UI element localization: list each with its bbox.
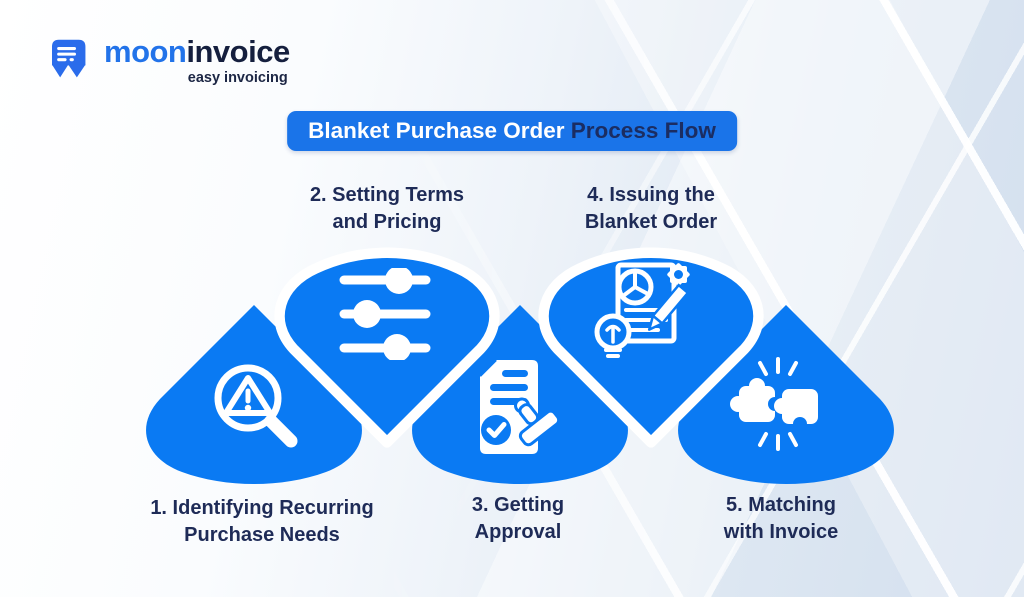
invoice-ribbon-icon (52, 39, 86, 78)
step-3-label: 3. Getting Approval (471, 494, 565, 543)
title-rest: Process Flow (570, 118, 716, 143)
step-2-label: 2. Setting Terms and Pricing (309, 184, 465, 233)
page-title: Blanket Purchase Order Process Flow (287, 111, 737, 151)
planning-document-icon (594, 262, 690, 358)
left-puzzle-piece (730, 378, 782, 422)
puzzle-match-icon (730, 357, 818, 451)
title-highlight: Blanket Purchase Order (308, 118, 565, 143)
step-4-label: 4. Issuing the Blanket Order (584, 184, 718, 233)
magnifier-warning-icon (214, 364, 298, 448)
right-puzzle-piece (774, 389, 818, 431)
brand-logo: mooninvoice easy invoicing (46, 34, 290, 88)
brand-name-invoice: invoice (186, 34, 290, 69)
brand-tagline: easy invoicing (187, 69, 288, 86)
step-5-label: 5. Matching with Invoice (723, 494, 839, 543)
bulb-glyph (594, 313, 632, 358)
step-1-label: 1. Identifying Recurring Purchase Needs (150, 497, 374, 546)
brand-name: mooninvoice (104, 34, 290, 69)
document-approval-stamp-icon (479, 359, 561, 454)
brand-name-moon: moon (104, 34, 187, 69)
sliders-icon (339, 268, 431, 360)
